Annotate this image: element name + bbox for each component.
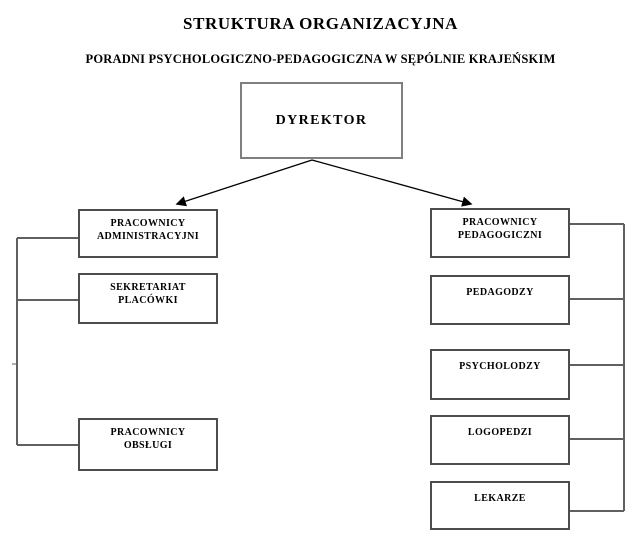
page-subtitle: PORADNI PSYCHOLOGICZNO-PEDAGOGICZNA W SĘ… [85, 52, 556, 66]
node-lekarze: LEKARZE [430, 481, 570, 530]
node-label: LOGOPEDZI [467, 427, 533, 438]
node-pracownicy-obslugi: PRACOWNICY OBSŁUGI [78, 418, 218, 471]
node-sekretariat-placowki: SEKRETARIAT PLACÓWKI [78, 273, 218, 324]
arrow-right [311, 159, 473, 207]
node-label: PRACOWNICY [462, 217, 538, 228]
left-branch-connectors [12, 237, 78, 446]
node-pracownicy-pedagogiczni: PRACOWNICY PEDAGOGICZNI [430, 208, 570, 258]
node-label: PEDAGOGICZNI [457, 230, 543, 241]
arrow-left [175, 159, 313, 207]
node-dyrektor: DYREKTOR [240, 82, 403, 159]
node-psycholodzy: PSYCHOLODZY [430, 349, 570, 400]
node-pedagodzy: PEDAGODZY [430, 275, 570, 325]
node-label: PRACOWNICY [110, 218, 186, 229]
page-title: STRUKTURA ORGANIZACYJNA [183, 14, 458, 33]
node-label: PRACOWNICY [110, 427, 186, 438]
node-logopedzi: LOGOPEDZI [430, 415, 570, 465]
director-arrows [175, 159, 473, 207]
node-pracownicy-administracyjni: PRACOWNICY ADMINISTRACYJNI [78, 209, 218, 258]
node-label: PLACÓWKI [118, 295, 178, 306]
node-label: PEDAGODZY [466, 287, 534, 298]
node-label: ADMINISTRACYJNI [96, 231, 200, 242]
node-label: PSYCHOLODZY [459, 361, 541, 372]
node-label: OBSŁUGI [123, 440, 173, 451]
node-label: LEKARZE [474, 493, 526, 504]
right-branch-connectors [570, 223, 625, 512]
node-label: SEKRETARIAT [110, 282, 186, 293]
node-label: DYREKTOR [275, 113, 368, 128]
